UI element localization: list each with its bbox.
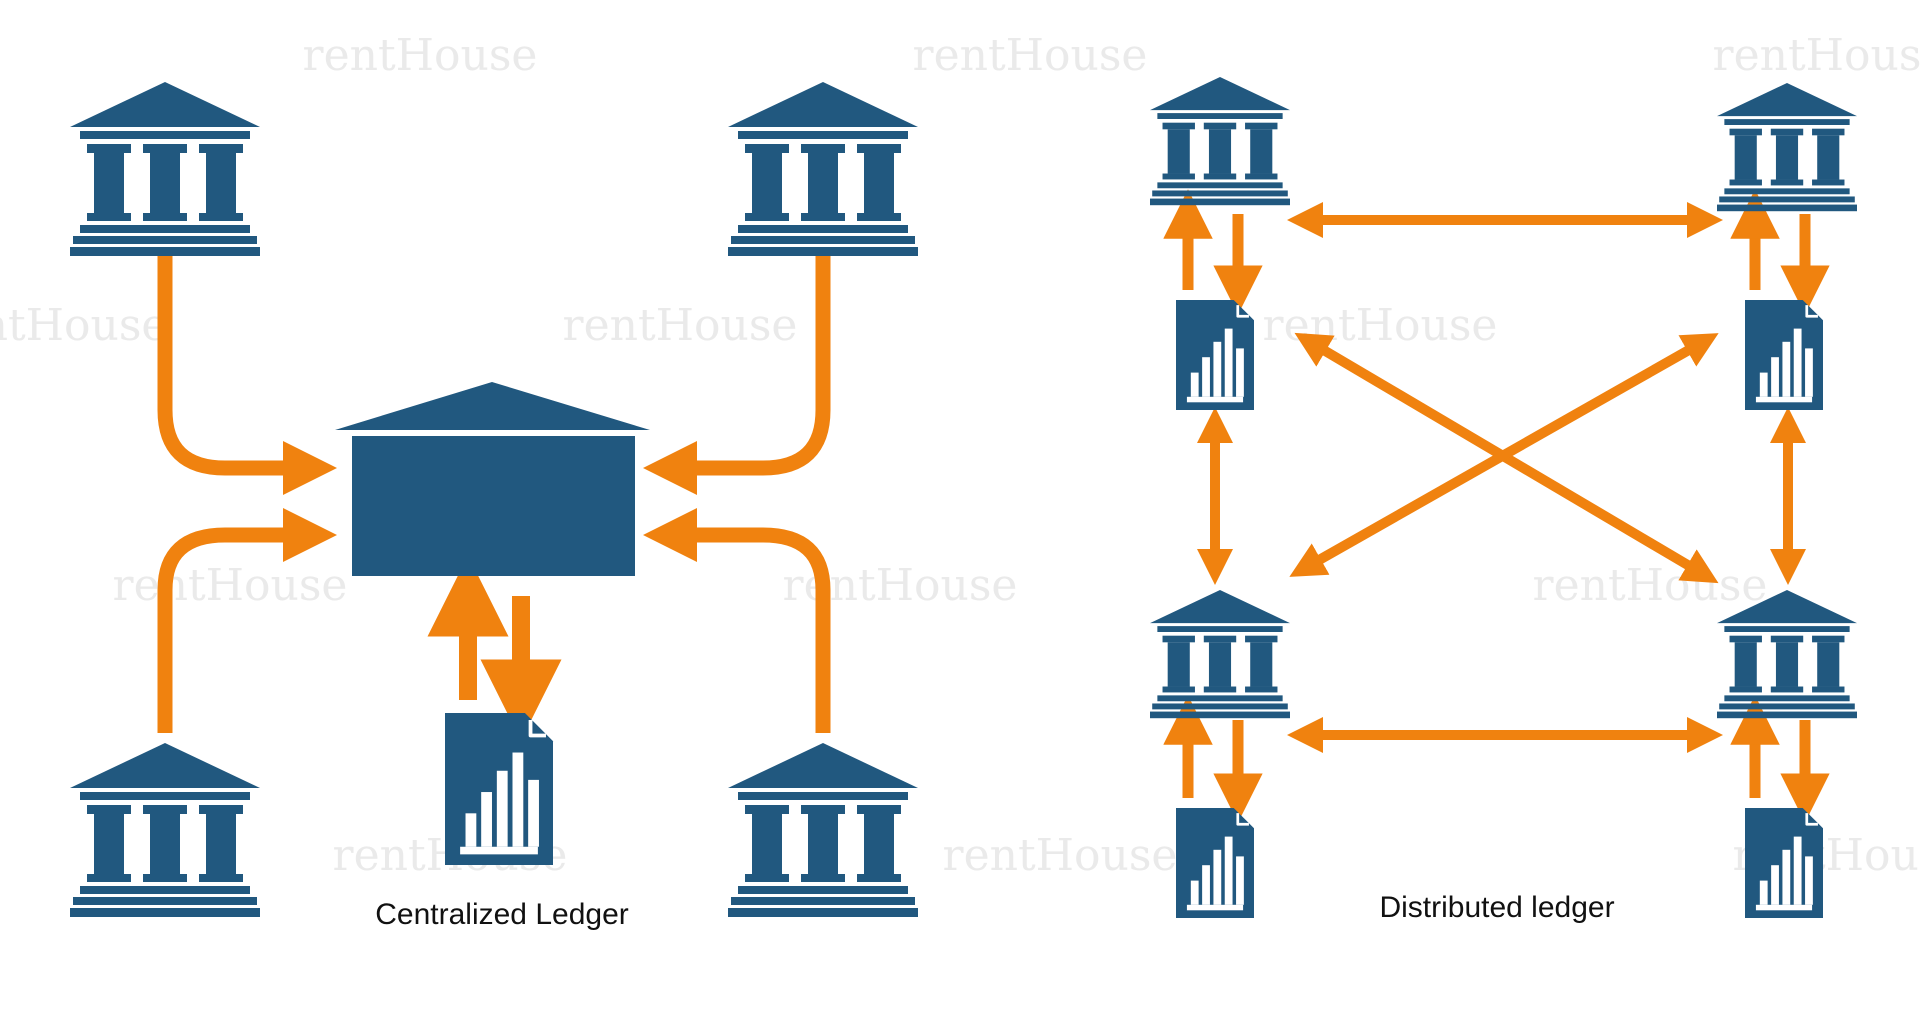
arrow-top-right-to-hub bbox=[643, 253, 831, 495]
node-bottom-right-ledger-icon bbox=[1745, 808, 1823, 918]
bank-bottom-left-icon bbox=[70, 743, 260, 917]
arrow-layer bbox=[157, 189, 1830, 823]
node-top-left-bank-icon bbox=[1150, 77, 1290, 206]
watermark-text: rentHouse bbox=[1533, 560, 1768, 611]
bank-top-left-icon bbox=[70, 82, 260, 256]
node-bottom-left-bank-icon bbox=[1150, 590, 1290, 719]
distributed-ledger-caption: Distributed ledger bbox=[1379, 891, 1615, 924]
watermark-text: rentHouse bbox=[303, 30, 538, 81]
arrow-bottom-left-to-hub bbox=[157, 508, 337, 733]
watermark-text: rentHouse bbox=[113, 560, 348, 611]
node-bottom-left-ledger-icon bbox=[1176, 808, 1254, 918]
watermark-text: rentHouse bbox=[563, 300, 798, 351]
icon-layer bbox=[70, 77, 1857, 918]
link-top-right-bottom-left bbox=[1289, 333, 1719, 577]
node-bottom-right-bank-icon bbox=[1717, 590, 1857, 719]
node-top-left-ledger-icon bbox=[1176, 300, 1254, 410]
central-authority-icon bbox=[335, 382, 650, 576]
watermark-text: rentHouse bbox=[0, 300, 167, 351]
node-top-right-ledger-icon bbox=[1745, 300, 1823, 410]
watermark-text: rentHouse bbox=[943, 830, 1178, 881]
watermark-text: rentHouse bbox=[913, 30, 1148, 81]
watermark-layer: rentHouse rentHouse rentHouse rentHouse rent… bbox=[0, 30, 1920, 881]
node-top-right-bank-icon bbox=[1717, 83, 1857, 212]
arrow-bottom-right-to-hub bbox=[643, 508, 831, 733]
watermark-text: rentHouse bbox=[1263, 300, 1498, 351]
watermark-text: rentHouse bbox=[1713, 30, 1920, 81]
centralized-ledger-caption: Centralized Ledger bbox=[375, 898, 629, 931]
bank-bottom-right-icon bbox=[728, 743, 918, 917]
arrow-top-left-to-hub bbox=[157, 253, 337, 495]
central-ledger-icon bbox=[445, 713, 553, 865]
bank-top-right-icon bbox=[728, 82, 918, 256]
